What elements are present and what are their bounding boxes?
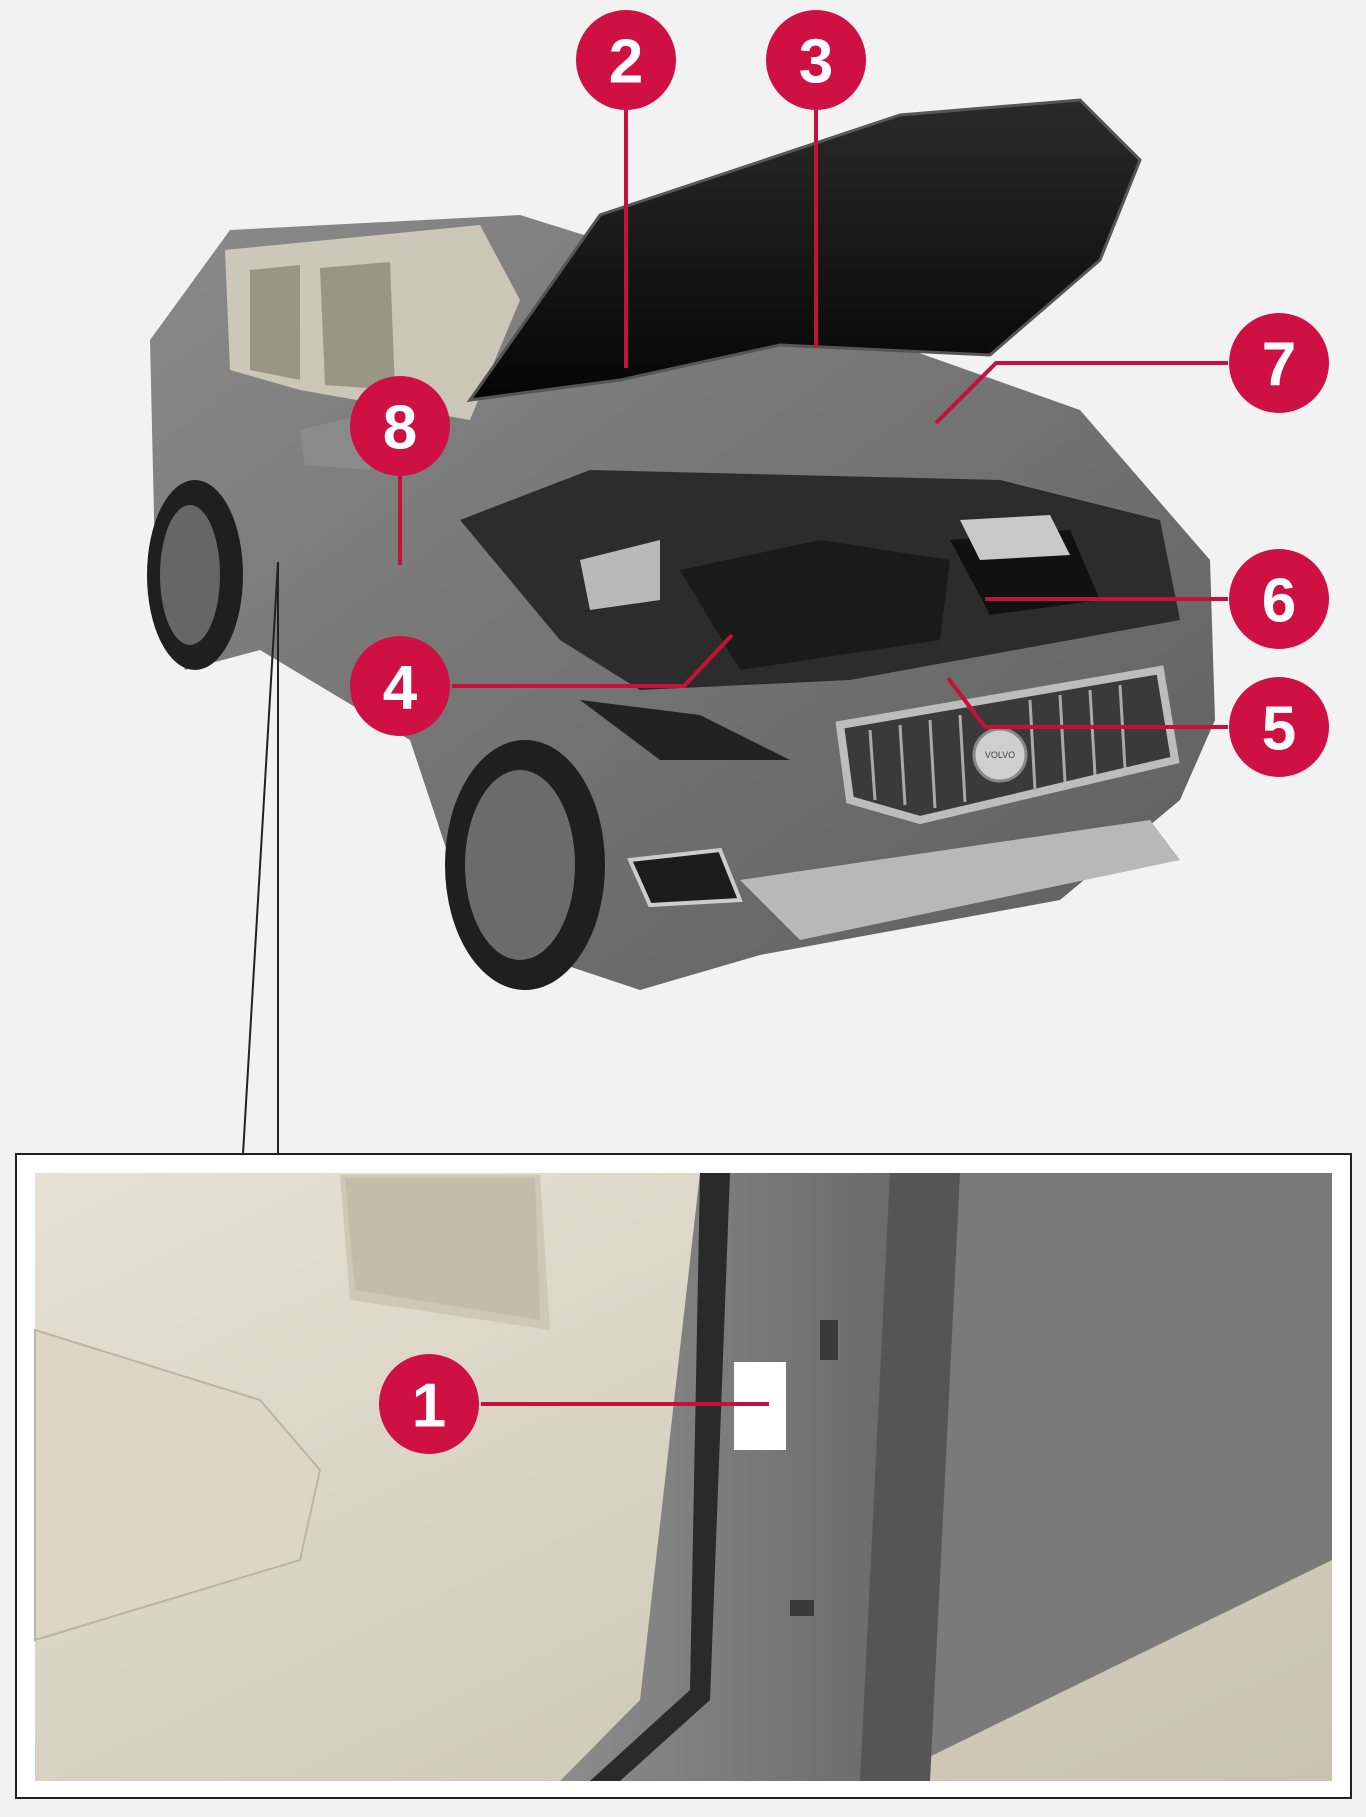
grille-badge: VOLVO [985,750,1015,760]
callout-6-label: 6 [1262,567,1296,636]
callout-leader-lines [398,110,1228,1406]
callout-2-label: 2 [609,28,643,97]
callout-3: 3 [766,10,866,110]
callout-5: 5 [1229,677,1329,777]
inset-connector-lines [242,561,279,1155]
callout-8-label: 8 [383,394,417,463]
callout-6: 6 [1229,549,1329,649]
car-illustration: VOLVO [147,98,1215,990]
callout-7-label: 7 [1262,331,1296,400]
callout-1: 1 [379,1354,479,1454]
callout-5-label: 5 [1262,695,1296,764]
callout-4: 4 [350,636,450,736]
inset-door-pillar-view [15,1153,1352,1799]
callout-4-label: 4 [383,654,418,723]
callout-7: 7 [1229,313,1329,413]
callout-3-label: 3 [799,28,833,97]
callout-8: 8 [350,376,450,476]
callout-2: 2 [576,10,676,110]
callout-1-label: 1 [412,1372,446,1441]
